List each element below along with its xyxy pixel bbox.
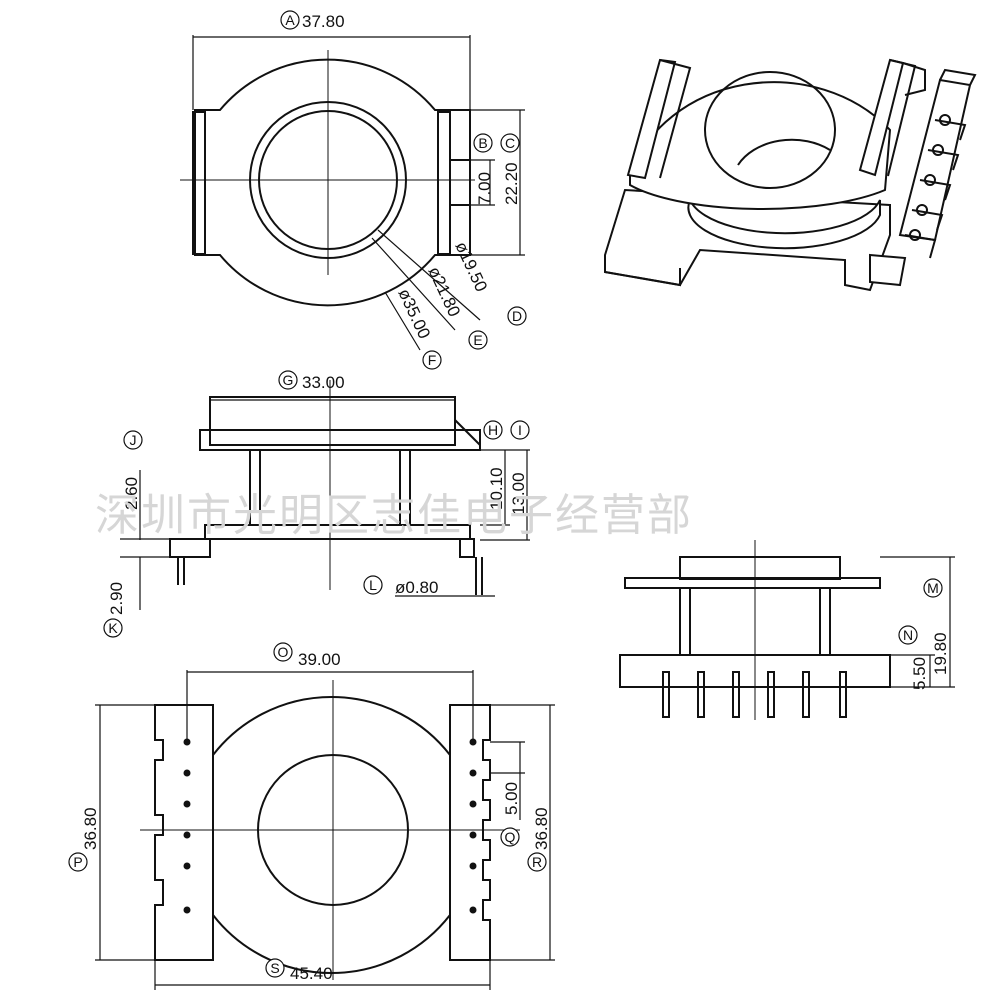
dim-n-value: 5.50 (910, 657, 929, 690)
dia-d-value: ø19.50 (451, 239, 491, 295)
bottom-pins-left (183, 738, 191, 914)
top-view: A 37.80 B C 7.00 22.20 ø19.50 ø21.80 ø35… (180, 10, 527, 370)
iso-pins (904, 114, 967, 259)
bottom-view: O 39.00 36.80 P 5.00 Q 36.80 R S 45.40 (68, 642, 555, 990)
dim-s-value: 45.40 (290, 964, 333, 983)
dim-c-label: C (505, 135, 515, 151)
dim-q-label: Q (505, 829, 516, 845)
dim-p-value: 36.80 (81, 807, 100, 850)
dim-s-label: S (270, 960, 279, 976)
front-pins (662, 671, 847, 718)
dim-i-label: I (518, 422, 522, 438)
front-view: M 19.80 N 5.50 (619, 540, 955, 720)
isometric-view (604, 58, 977, 292)
dim-g-value: 33.00 (302, 373, 345, 392)
dim-o-label: O (278, 644, 289, 660)
dim-g-label: G (283, 372, 294, 388)
dim-m-value: 19.80 (931, 632, 950, 675)
watermark-text: 深圳市光明区志佳电子经营部 (95, 490, 693, 541)
dim-a-label: A (285, 12, 295, 28)
dim-r-value: 36.80 (532, 807, 551, 850)
dim-h-label: H (488, 422, 498, 438)
dia-d-label: D (512, 308, 522, 324)
side-view: G 33.00 H I 10.10 13.00 J 2.60 2.90 K L … (103, 370, 530, 638)
dim-h-value: 10.10 (487, 467, 506, 510)
dim-m-label: M (927, 580, 939, 596)
dia-f-value: ø35.00 (394, 286, 434, 342)
dim-a-value: 37.80 (302, 12, 345, 31)
dim-k-value: 2.90 (107, 582, 126, 615)
dim-k-label: K (108, 620, 118, 636)
dim-7-value: 7.00 (475, 172, 494, 205)
dim-r-label: R (532, 854, 542, 870)
dim-i-value: 13.00 (509, 472, 528, 515)
dia-e-label: E (473, 332, 482, 348)
dim-o-value: 39.00 (298, 650, 341, 669)
dim-b-label: B (478, 135, 487, 151)
bottom-pins-right (469, 738, 477, 914)
dim-c-value: 22.20 (502, 162, 521, 205)
dim-p-label: P (73, 854, 82, 870)
dia-e-value: ø21.80 (424, 264, 464, 320)
dim-l-value: ø0.80 (395, 578, 438, 597)
dim-q-value: 5.00 (502, 782, 521, 815)
dim-n-label: N (903, 627, 913, 643)
dia-f-label: F (428, 352, 437, 368)
dim-j-value: 2.60 (122, 477, 141, 510)
dim-l-label: L (369, 577, 377, 593)
dim-j-label: J (130, 432, 137, 448)
